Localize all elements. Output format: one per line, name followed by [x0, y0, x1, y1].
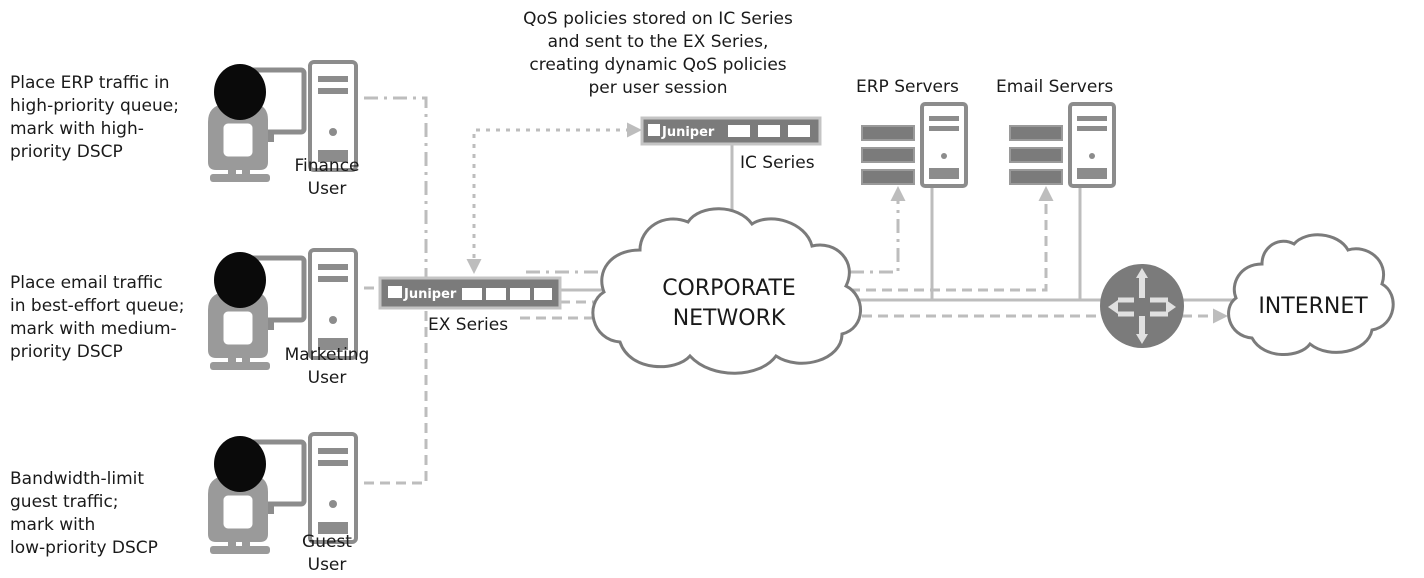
erp-servers-label: ERP Servers [856, 77, 959, 97]
ic-series-appliance-icon: Juniper [640, 116, 822, 146]
ic-brand-mark: Juniper [661, 125, 715, 140]
marketing-user-label: Marketing User [284, 345, 370, 388]
corporate-network-label: CORPORATE NETWORK [662, 276, 796, 331]
router-icon [1100, 264, 1184, 348]
ex-series-label: EX Series [428, 315, 509, 335]
ex-ic-policy-link [466, 122, 642, 274]
ex-brand-mark: Juniper [403, 287, 457, 302]
email-server-icon [1068, 102, 1116, 188]
internet-label: INTERNET [1258, 294, 1368, 319]
cloud-erp-link [850, 186, 906, 274]
cloud-email-link [850, 186, 1054, 292]
guest-policy-text: Bandwidth-limit guest traffic; mark with… [10, 469, 158, 558]
internet-cloud [1227, 233, 1395, 357]
finance-link [364, 96, 428, 286]
guest-link [364, 300, 428, 485]
marketing-policy-text: Place email traffic in best-effort queue… [10, 273, 185, 362]
ic-series-label: IC Series [740, 153, 815, 173]
policies-note: QoS policies stored on IC Series and sen… [523, 9, 793, 98]
ex-series-switch-icon: Juniper [378, 276, 562, 310]
email-rack-icon [1009, 125, 1063, 185]
erp-rack-icon [861, 125, 915, 185]
corporate-network-cloud [591, 207, 862, 375]
guest-user-label: Guest User [302, 532, 352, 575]
erp-server-icon [920, 102, 968, 188]
finance-user-label: Finance User [294, 156, 360, 199]
finance-policy-text: Place ERP traffic in high-priority queue… [10, 73, 179, 162]
email-servers-label: Email Servers [996, 77, 1114, 97]
